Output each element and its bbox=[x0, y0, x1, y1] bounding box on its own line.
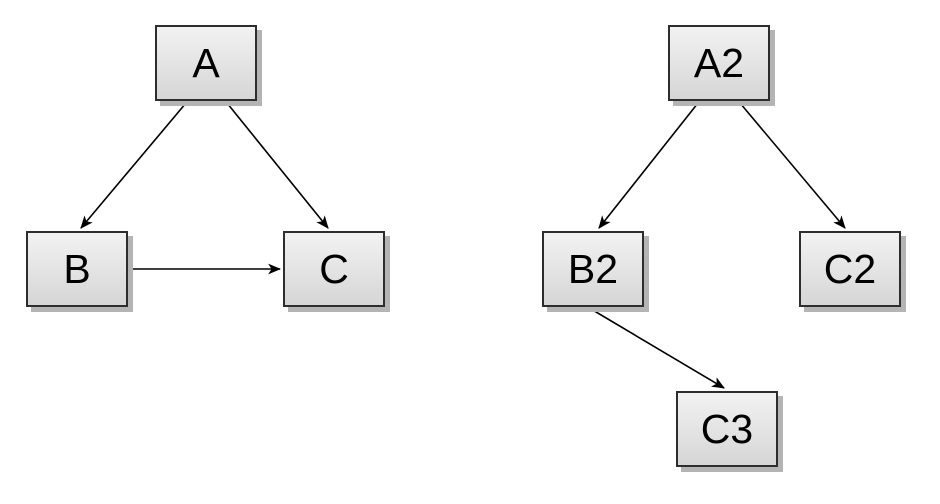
node-A-label: A bbox=[192, 39, 220, 86]
node-A2-label: A2 bbox=[693, 39, 745, 86]
node-C3[interactable]: C3 bbox=[676, 391, 778, 467]
node-A2[interactable]: A2 bbox=[668, 25, 770, 101]
node-C[interactable]: C bbox=[283, 231, 385, 307]
node-C-label: C bbox=[319, 245, 349, 292]
node-B2-label: B2 bbox=[567, 245, 619, 292]
edge-A-B[interactable] bbox=[80, 102, 187, 229]
node-B[interactable]: B bbox=[26, 231, 128, 307]
node-A[interactable]: A bbox=[155, 25, 257, 101]
edge-A2-C2[interactable] bbox=[739, 102, 846, 229]
node-C2[interactable]: C2 bbox=[799, 231, 901, 307]
node-C2-label: C2 bbox=[823, 245, 877, 292]
node-C3-label: C3 bbox=[700, 405, 754, 452]
edge-A-C[interactable] bbox=[226, 102, 329, 229]
node-B-label: B bbox=[63, 245, 91, 292]
node-B2[interactable]: B2 bbox=[542, 231, 644, 307]
edge-A2-B2[interactable] bbox=[598, 102, 699, 229]
edge-B2-C3[interactable] bbox=[590, 308, 725, 389]
